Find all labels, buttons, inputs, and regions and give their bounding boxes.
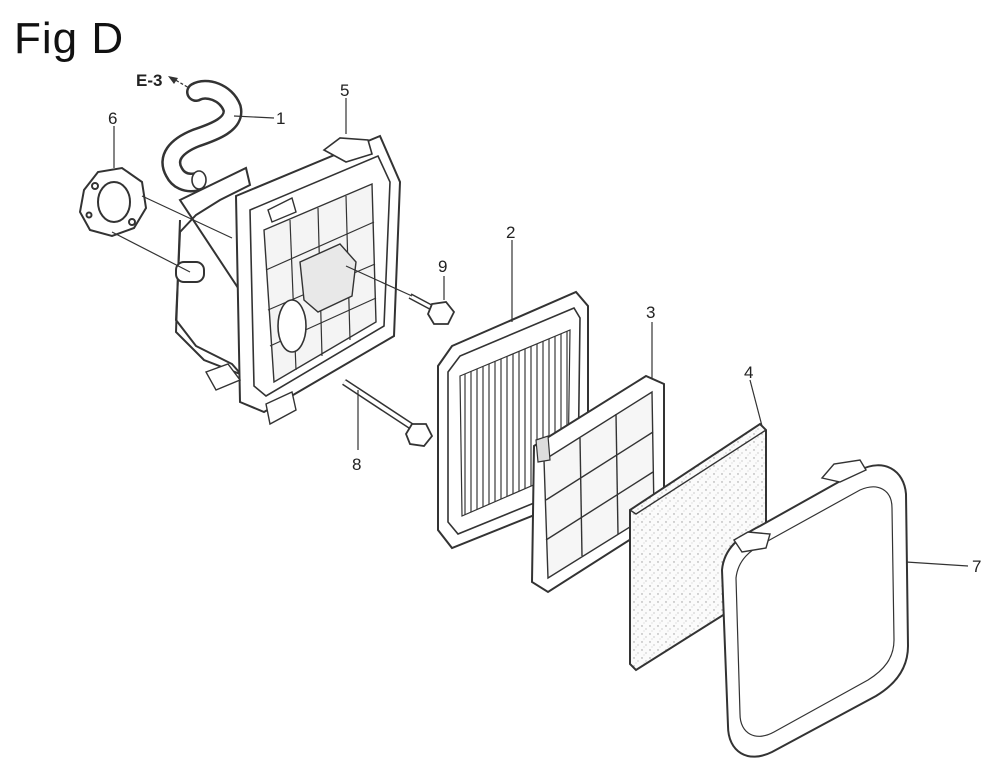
callout-4: 4 bbox=[744, 363, 753, 382]
callout-2: 2 bbox=[506, 223, 515, 242]
part-7-cover bbox=[720, 459, 910, 758]
leader-6b bbox=[111, 231, 191, 273]
leader-4 bbox=[749, 379, 763, 427]
part-6-gasket bbox=[78, 166, 148, 238]
reference-label: E-3 bbox=[136, 71, 162, 90]
callout-3: 3 bbox=[646, 303, 655, 322]
callout-6: 6 bbox=[108, 109, 117, 128]
leader-lines bbox=[111, 98, 969, 567]
part-5-air-cleaner-case bbox=[174, 134, 402, 426]
leader-6a bbox=[141, 195, 233, 239]
part-1-breather-hose bbox=[161, 79, 243, 193]
callout-7: 7 bbox=[972, 557, 981, 576]
callout-9: 9 bbox=[438, 257, 447, 276]
callout-5: 5 bbox=[340, 81, 349, 100]
leader-9b bbox=[345, 265, 413, 297]
leader-1 bbox=[233, 115, 275, 119]
callout-1: 1 bbox=[276, 109, 285, 128]
figure-title: Fig D bbox=[14, 14, 125, 63]
leader-7 bbox=[905, 561, 969, 567]
part-9-bolt bbox=[408, 293, 456, 325]
part-8-long-bolt bbox=[342, 379, 434, 447]
callout-8: 8 bbox=[352, 455, 361, 474]
reference-arrowhead bbox=[168, 76, 178, 84]
